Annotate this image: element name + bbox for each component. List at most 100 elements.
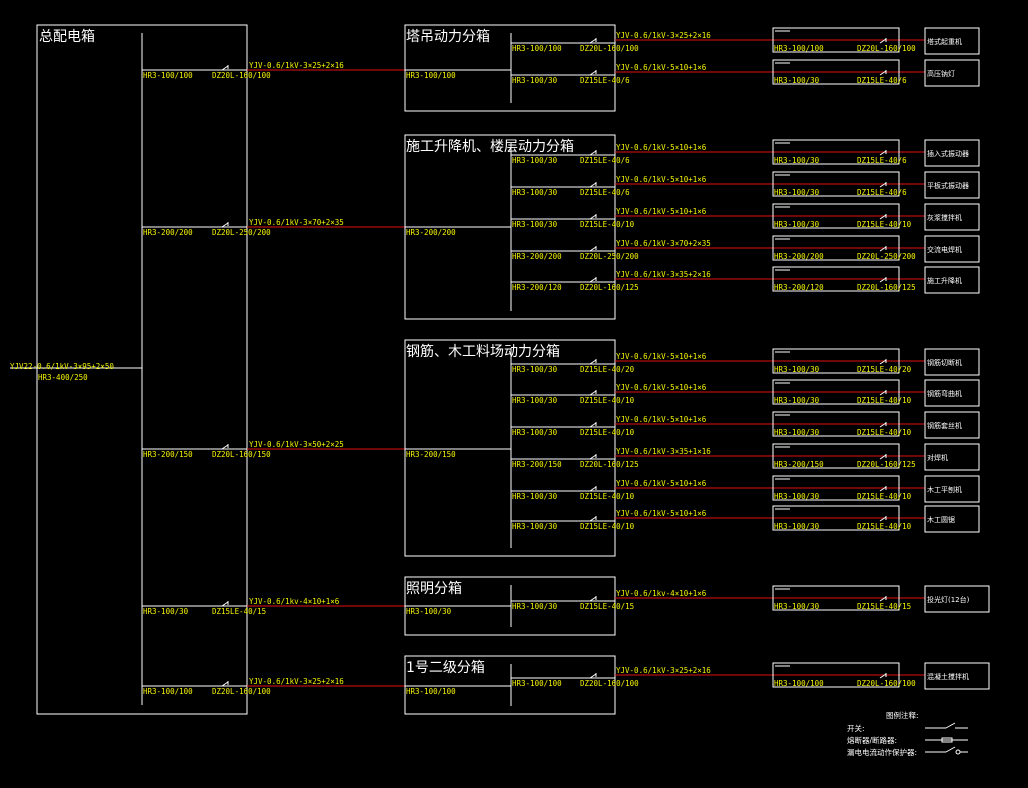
load-label: 塔式起重机 <box>927 37 962 46</box>
load-box <box>924 585 990 613</box>
output-breaker-label: DZ15LE-40/10 <box>580 492 635 501</box>
output-switch-label: HR3-200/120 <box>512 283 562 292</box>
box-switch-label: HR3-200/200 <box>774 252 824 261</box>
box-switch-label: HR3-100/30 <box>774 602 820 611</box>
box-breaker-label: DZ15LE-40/20 <box>857 365 912 374</box>
box-switch-label: HR3-200/150 <box>774 460 824 469</box>
branch-breaker-label: DZ20L-250/200 <box>212 228 271 237</box>
distribution-box <box>772 139 900 165</box>
box-breaker-label: DZ15LE-40/10 <box>857 428 912 437</box>
sub-panel-title: 钢筋、木工料场动力分箱 <box>406 343 560 360</box>
distribution-box <box>772 171 900 197</box>
legend-rcd-symbol <box>925 746 968 755</box>
output-switch <box>589 70 597 76</box>
distribution-box <box>772 27 900 53</box>
box-breaker-label: DZ15LE-40/6 <box>857 188 907 197</box>
output-cable-label: YJV-0.6/1kV-5×10+1×6 <box>616 175 707 184</box>
box-switch-label: HR3-100/30 <box>774 365 820 374</box>
load-box <box>924 443 980 471</box>
sub-incoming-switch-label: HR3-200/150 <box>406 450 456 459</box>
legend-switch-symbol <box>925 722 968 729</box>
distribution-box <box>772 505 900 531</box>
legend-rcd-label: 漏电电流动作保护器: <box>847 747 917 757</box>
output-cable-label: YJV-0.6/1kV-5×10+1×6 <box>616 352 707 361</box>
box-switch <box>879 150 887 156</box>
box-breaker-label: DZ15LE-40/10 <box>857 396 912 405</box>
output-cable-label: YJV-0.6/1kV-3×25+2×16 <box>616 31 711 40</box>
load-box <box>924 171 980 199</box>
incoming-cable-label: YJV22-0.6/1kV-3×95+2×50 <box>10 362 114 371</box>
load-box <box>924 235 980 263</box>
output-switch-label: HR3-200/200 <box>512 252 562 261</box>
output-switch <box>589 596 597 602</box>
box-switch <box>879 673 887 679</box>
output-switch <box>589 454 597 460</box>
box-breaker-label: DZ20L-250/200 <box>857 252 916 261</box>
load-label: 木工圆锯 <box>927 515 955 524</box>
output-switch <box>589 277 597 283</box>
output-cable-label: YJV-0.6/1kV-3×35+1×16 <box>616 447 711 456</box>
sub-panel-title: 施工升降机、楼层动力分箱 <box>406 139 574 155</box>
box-switch-label: HR3-100/30 <box>774 156 820 165</box>
load-label: 灰浆搅拌机 <box>927 213 962 222</box>
load-box <box>924 475 980 503</box>
sub-panel-box <box>404 24 616 112</box>
branch-cable-label: YJV-0.6/1kV-3×70+2×35 <box>249 218 344 227</box>
sub-panel-box <box>404 339 616 557</box>
load-box <box>924 27 980 55</box>
output-switch-label: HR3-100/30 <box>512 220 558 229</box>
output-breaker-label: DZ15LE-40/6 <box>580 76 630 85</box>
branch-switch-label: HR3-200/200 <box>143 228 193 237</box>
branch-switch <box>221 222 229 228</box>
output-switch <box>589 182 597 188</box>
box-breaker-label: DZ20L-160/100 <box>857 679 916 688</box>
output-switch-label: HR3-100/30 <box>512 492 558 501</box>
distribution-box <box>772 235 900 261</box>
output-breaker-label: DZ20L-250/200 <box>580 252 639 261</box>
output-cable-label: YJV-0.6/1kV-3×35+2×16 <box>616 270 711 279</box>
box-switch-label: HR3-100/30 <box>774 428 820 437</box>
load-label: 高压钠灯 <box>927 69 955 78</box>
incoming-switch-label: HR3-400/250 <box>38 373 88 382</box>
load-label: 施工升降机 <box>927 276 962 285</box>
box-switch-label: HR3-100/30 <box>774 492 820 501</box>
output-switch-label: HR3-100/30 <box>512 188 558 197</box>
branch-breaker-label: DZ20L-160/100 <box>212 687 271 696</box>
box-switch <box>879 214 887 220</box>
load-box <box>924 379 980 407</box>
box-breaker-label: DZ15LE-40/10 <box>857 220 912 229</box>
output-cable-label: YJV-0.6/1kV-5×10+1×6 <box>616 415 707 424</box>
box-switch <box>879 454 887 460</box>
box-switch <box>879 359 887 365</box>
branch-switch <box>221 444 229 450</box>
load-label: 投光灯(12台) <box>927 595 970 604</box>
load-label: 插入式振动器 <box>927 149 969 158</box>
output-breaker-label: DZ15LE-40/15 <box>580 602 634 611</box>
box-switch-label: HR3-100/100 <box>774 44 824 53</box>
output-breaker-label: DZ20L-160/125 <box>580 283 639 292</box>
output-switch <box>589 422 597 428</box>
box-breaker-label: DZ15LE-40/10 <box>857 522 912 531</box>
output-cable-label: YJV-0.6/1kV-3×25+2×16 <box>616 666 711 675</box>
branch-switch <box>221 681 229 687</box>
branch-switch-label: HR3-100/100 <box>143 71 193 80</box>
sub-panel-title: 照明分箱 <box>406 581 462 597</box>
distribution-box <box>772 475 900 501</box>
branch-breaker-label: DZ15LE-40/15 <box>212 607 266 616</box>
output-switch-label: HR3-100/30 <box>512 602 558 611</box>
output-switch <box>589 673 597 679</box>
main-panel-title: 总配电箱 <box>39 29 95 45</box>
output-breaker-label: DZ20L-160/100 <box>580 44 639 53</box>
output-breaker-label: DZ15LE-40/10 <box>580 220 635 229</box>
load-label: 交流电焊机 <box>927 245 962 254</box>
load-box <box>924 266 980 294</box>
output-switch <box>589 38 597 44</box>
output-breaker-label: DZ15LE-40/20 <box>580 365 635 374</box>
box-breaker-label: DZ15LE-40/6 <box>857 156 907 165</box>
distribution-box <box>772 585 900 611</box>
main-panel-box <box>36 24 248 715</box>
box-switch <box>879 70 887 76</box>
distribution-box <box>772 59 900 85</box>
output-switch <box>589 359 597 365</box>
